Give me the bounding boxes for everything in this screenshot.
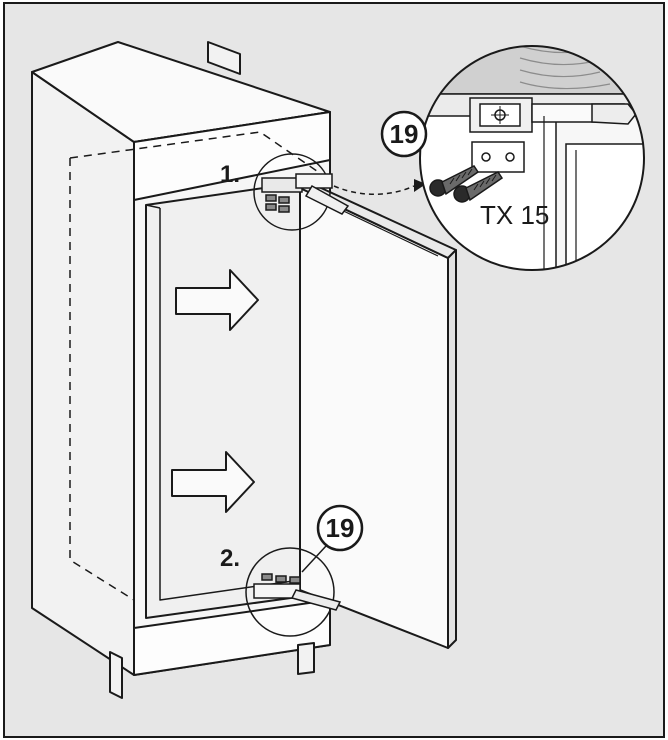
callout-arrow-head: [414, 179, 426, 192]
part-number-circle: [380, 110, 428, 158]
screw-icon: [265, 194, 277, 202]
part-callout-top: 19: [380, 110, 428, 158]
hinge-top-arm: [295, 173, 333, 189]
hinge-top: [253, 153, 350, 231]
appliance-outline-side: [69, 158, 135, 601]
screw-icon: [289, 576, 301, 584]
hinge-bottom-arm: [290, 589, 342, 611]
screw-icon: [278, 205, 290, 213]
screw-icon: [265, 203, 277, 211]
screw-icon: [261, 573, 273, 581]
door-front: [299, 187, 449, 649]
screw-icon: [429, 165, 480, 197]
part-leader-line: [301, 545, 327, 573]
inset-screws: [429, 165, 504, 203]
push-arrow-upper: [175, 269, 259, 331]
hinge-bottom-highlight-circle: [245, 547, 335, 637]
cabinet-plinth: [133, 599, 331, 676]
tool-size-label: TX 15: [480, 200, 549, 230]
hinge-top-link: [304, 184, 350, 215]
step-number-2: 2.: [220, 545, 240, 572]
cabinet-rear-upright: [207, 41, 241, 75]
niche-corner-line: [145, 204, 161, 209]
screw-icon: [278, 196, 290, 204]
cabinet-foot-left: [109, 651, 123, 699]
callout-arrow-line: [333, 185, 415, 195]
inset-hinge-arm-end: [591, 103, 637, 125]
hinge-bottom-screws: [261, 573, 301, 584]
cabinet-foot-right: [297, 642, 315, 675]
push-arrow-lower: [171, 451, 255, 513]
cabinet-top-frame: [133, 111, 331, 201]
part-number-top: 19: [390, 119, 419, 149]
hinge-top-highlight-circle: [253, 153, 331, 231]
inset-wood-grain: [519, 46, 611, 90]
hinge-top-screws: [265, 194, 290, 213]
cabinet-left-side: [31, 71, 135, 676]
screw-icon: [275, 575, 287, 583]
inset-screw-hole: [505, 152, 515, 162]
inset-mounting-plate: [471, 141, 525, 173]
screw-icon: [453, 171, 504, 203]
appliance-door: [299, 181, 457, 649]
inset-screw-hole: [481, 152, 491, 162]
door-side-edge: [447, 249, 457, 649]
inset-border: [419, 45, 645, 271]
part-callout-bottom: 19: [316, 504, 364, 552]
part-number-circle: [316, 504, 364, 552]
step-number-1: 1.: [220, 161, 240, 188]
hinge-bottom: [245, 547, 342, 637]
cabinet: [31, 41, 331, 699]
part-number-bottom: 19: [326, 513, 355, 543]
push-arrows: [171, 269, 259, 513]
